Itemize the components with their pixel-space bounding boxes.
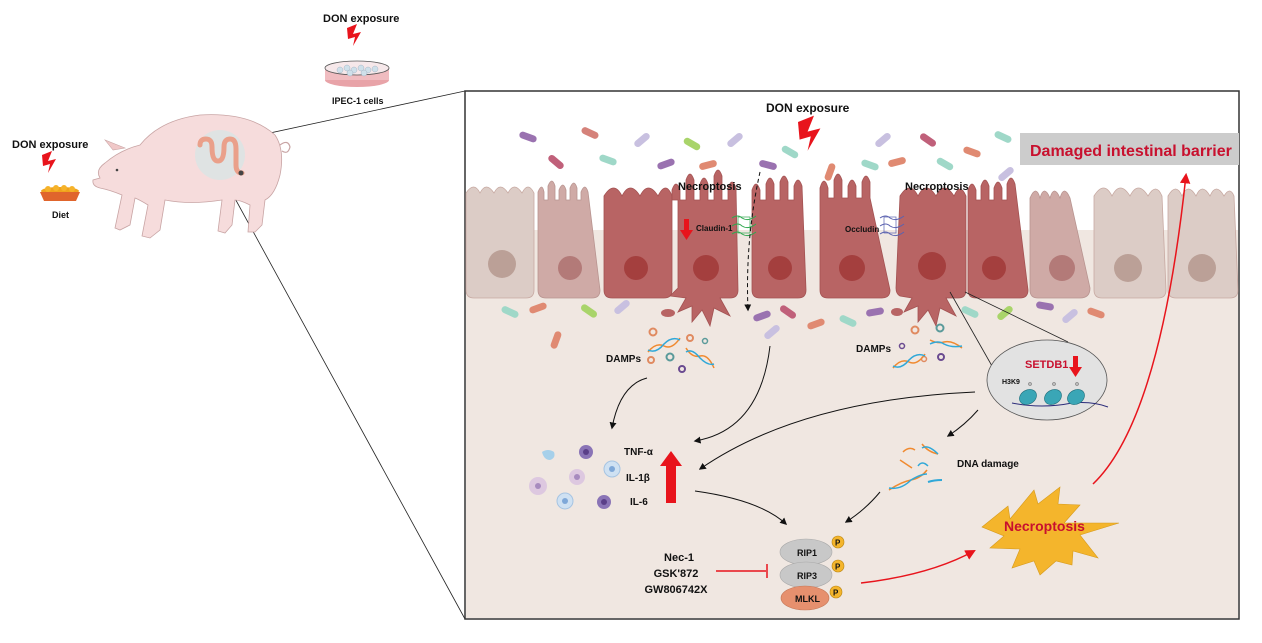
diet-label: Diet bbox=[52, 210, 69, 220]
immune-cell-icon bbox=[542, 450, 555, 460]
inhibitor-label: GSK'872 bbox=[654, 568, 699, 580]
damps-cluster-2: DAMPs bbox=[856, 323, 963, 369]
food-tray-icon bbox=[40, 185, 80, 201]
dna-icon bbox=[892, 353, 926, 369]
damaged-cell bbox=[751, 175, 807, 299]
cytokines-list: TNF-α IL-1β IL-6 bbox=[624, 447, 654, 508]
damps-to-immune-arrow bbox=[609, 377, 648, 430]
detail-panel bbox=[464, 90, 1240, 620]
svg-text:P: P bbox=[833, 589, 839, 598]
phospho-icon: P bbox=[831, 559, 845, 573]
nucleus-to-dna-arrow bbox=[946, 409, 979, 437]
dna-damage-label: DNA damage bbox=[957, 459, 1019, 470]
damaged-cell bbox=[603, 187, 673, 299]
ipec-dish-group: DON exposure IPEC-1 cells bbox=[323, 13, 399, 106]
healthy-cell bbox=[1167, 188, 1239, 299]
mild-cell bbox=[537, 180, 601, 299]
cytokine-to-complex-arrow bbox=[694, 490, 788, 525]
healthy-cell bbox=[1093, 187, 1167, 299]
damps-label-1: DAMPs bbox=[606, 354, 641, 365]
mlkl-protein bbox=[780, 585, 830, 611]
necroptosis-label-1: Necroptosis bbox=[678, 181, 742, 193]
claudin-junction-icon bbox=[731, 215, 757, 237]
healthy-cell bbox=[465, 186, 535, 299]
necroptosis-to-barrier-arrow bbox=[1092, 172, 1191, 485]
cytokine-label: IL-1β bbox=[626, 473, 650, 484]
h3k9-label: H3K9 bbox=[1002, 379, 1020, 386]
svg-text:P: P bbox=[835, 563, 841, 572]
intestine-icon bbox=[197, 136, 245, 176]
diet-exposure-label: DON exposure bbox=[12, 139, 88, 151]
bacteria-to-cytokine-arrow bbox=[693, 345, 771, 444]
necroptotic-cell-1 bbox=[661, 169, 739, 328]
cytokine-label: IL-6 bbox=[630, 497, 648, 508]
cells-exposure-label: DON exposure bbox=[323, 13, 399, 25]
claudin-label: Claudin-1 bbox=[696, 224, 733, 233]
panel-exposure-label: DON exposure bbox=[766, 101, 850, 115]
necrosome-complex: RIP1 RIP3 MLKL P P P bbox=[779, 535, 845, 611]
complex-label: RIP3 bbox=[797, 571, 817, 581]
lightning-icon bbox=[42, 151, 56, 173]
necroptosis-label-2: Necroptosis bbox=[905, 181, 969, 193]
necroptosis-burst: Necroptosis bbox=[981, 486, 1120, 576]
necroptotic-cell-2 bbox=[891, 187, 967, 328]
petri-dish-icon bbox=[324, 60, 390, 87]
translocation-arrow bbox=[744, 171, 761, 312]
inhibitors-list: Nec-1 GSK'872 GW806742X bbox=[645, 552, 709, 596]
phospho-icon: P bbox=[831, 535, 845, 549]
outcome-label: Necroptosis bbox=[1004, 518, 1085, 534]
setdb1-label: SETDB1 bbox=[1025, 359, 1068, 371]
barrier-label: Damaged intestinal barrier bbox=[1030, 143, 1232, 160]
pathway-arrows bbox=[609, 345, 979, 525]
damps-label-2: DAMPs bbox=[856, 344, 891, 355]
occludin-label: Occludin bbox=[845, 225, 879, 234]
nucleus-to-cytokine-arrow bbox=[698, 391, 976, 470]
dna-icon bbox=[685, 347, 715, 369]
damaged-cell bbox=[819, 173, 891, 299]
immune-cells bbox=[529, 445, 621, 510]
inhibitor-label: GW806742X bbox=[645, 584, 709, 596]
lightning-icon bbox=[347, 24, 361, 46]
diet-group: DON exposure Diet bbox=[12, 139, 88, 220]
claudin-down-arrow-icon bbox=[680, 219, 693, 240]
dna-damage-cluster: DNA damage bbox=[888, 443, 1019, 491]
chromatin-inset: SETDB1 H3K9 bbox=[986, 339, 1109, 421]
complex-label: RIP1 bbox=[797, 548, 817, 558]
pig-illustration bbox=[92, 114, 291, 239]
svg-text:P: P bbox=[835, 539, 841, 548]
inhibitor-label: Nec-1 bbox=[664, 552, 694, 564]
inset-connector-lines bbox=[949, 291, 1069, 367]
occludin-junction-icon bbox=[879, 215, 905, 237]
cells-label: IPEC-1 cells bbox=[332, 96, 384, 106]
inhibition-bar-icon bbox=[716, 564, 768, 578]
complex-to-necroptosis-arrow bbox=[860, 549, 976, 584]
cytokine-label: TNF-α bbox=[624, 447, 654, 458]
barrier-label-box: Damaged intestinal barrier bbox=[1020, 133, 1239, 165]
complex-label: MLKL bbox=[795, 594, 820, 604]
dna-icon bbox=[647, 337, 681, 353]
nucleosome-icon bbox=[1019, 389, 1085, 405]
phospho-icon: P bbox=[829, 585, 843, 599]
dna-icon bbox=[902, 447, 916, 453]
damaged-cell bbox=[967, 177, 1029, 299]
epithelium bbox=[465, 169, 1239, 328]
setdb1-down-arrow-icon bbox=[1069, 356, 1082, 377]
dna-to-complex-arrow bbox=[844, 491, 881, 523]
cytokine-up-arrow-icon bbox=[660, 451, 682, 503]
mild-cell bbox=[1029, 190, 1091, 299]
damps-cluster-1: DAMPs bbox=[606, 327, 715, 373]
